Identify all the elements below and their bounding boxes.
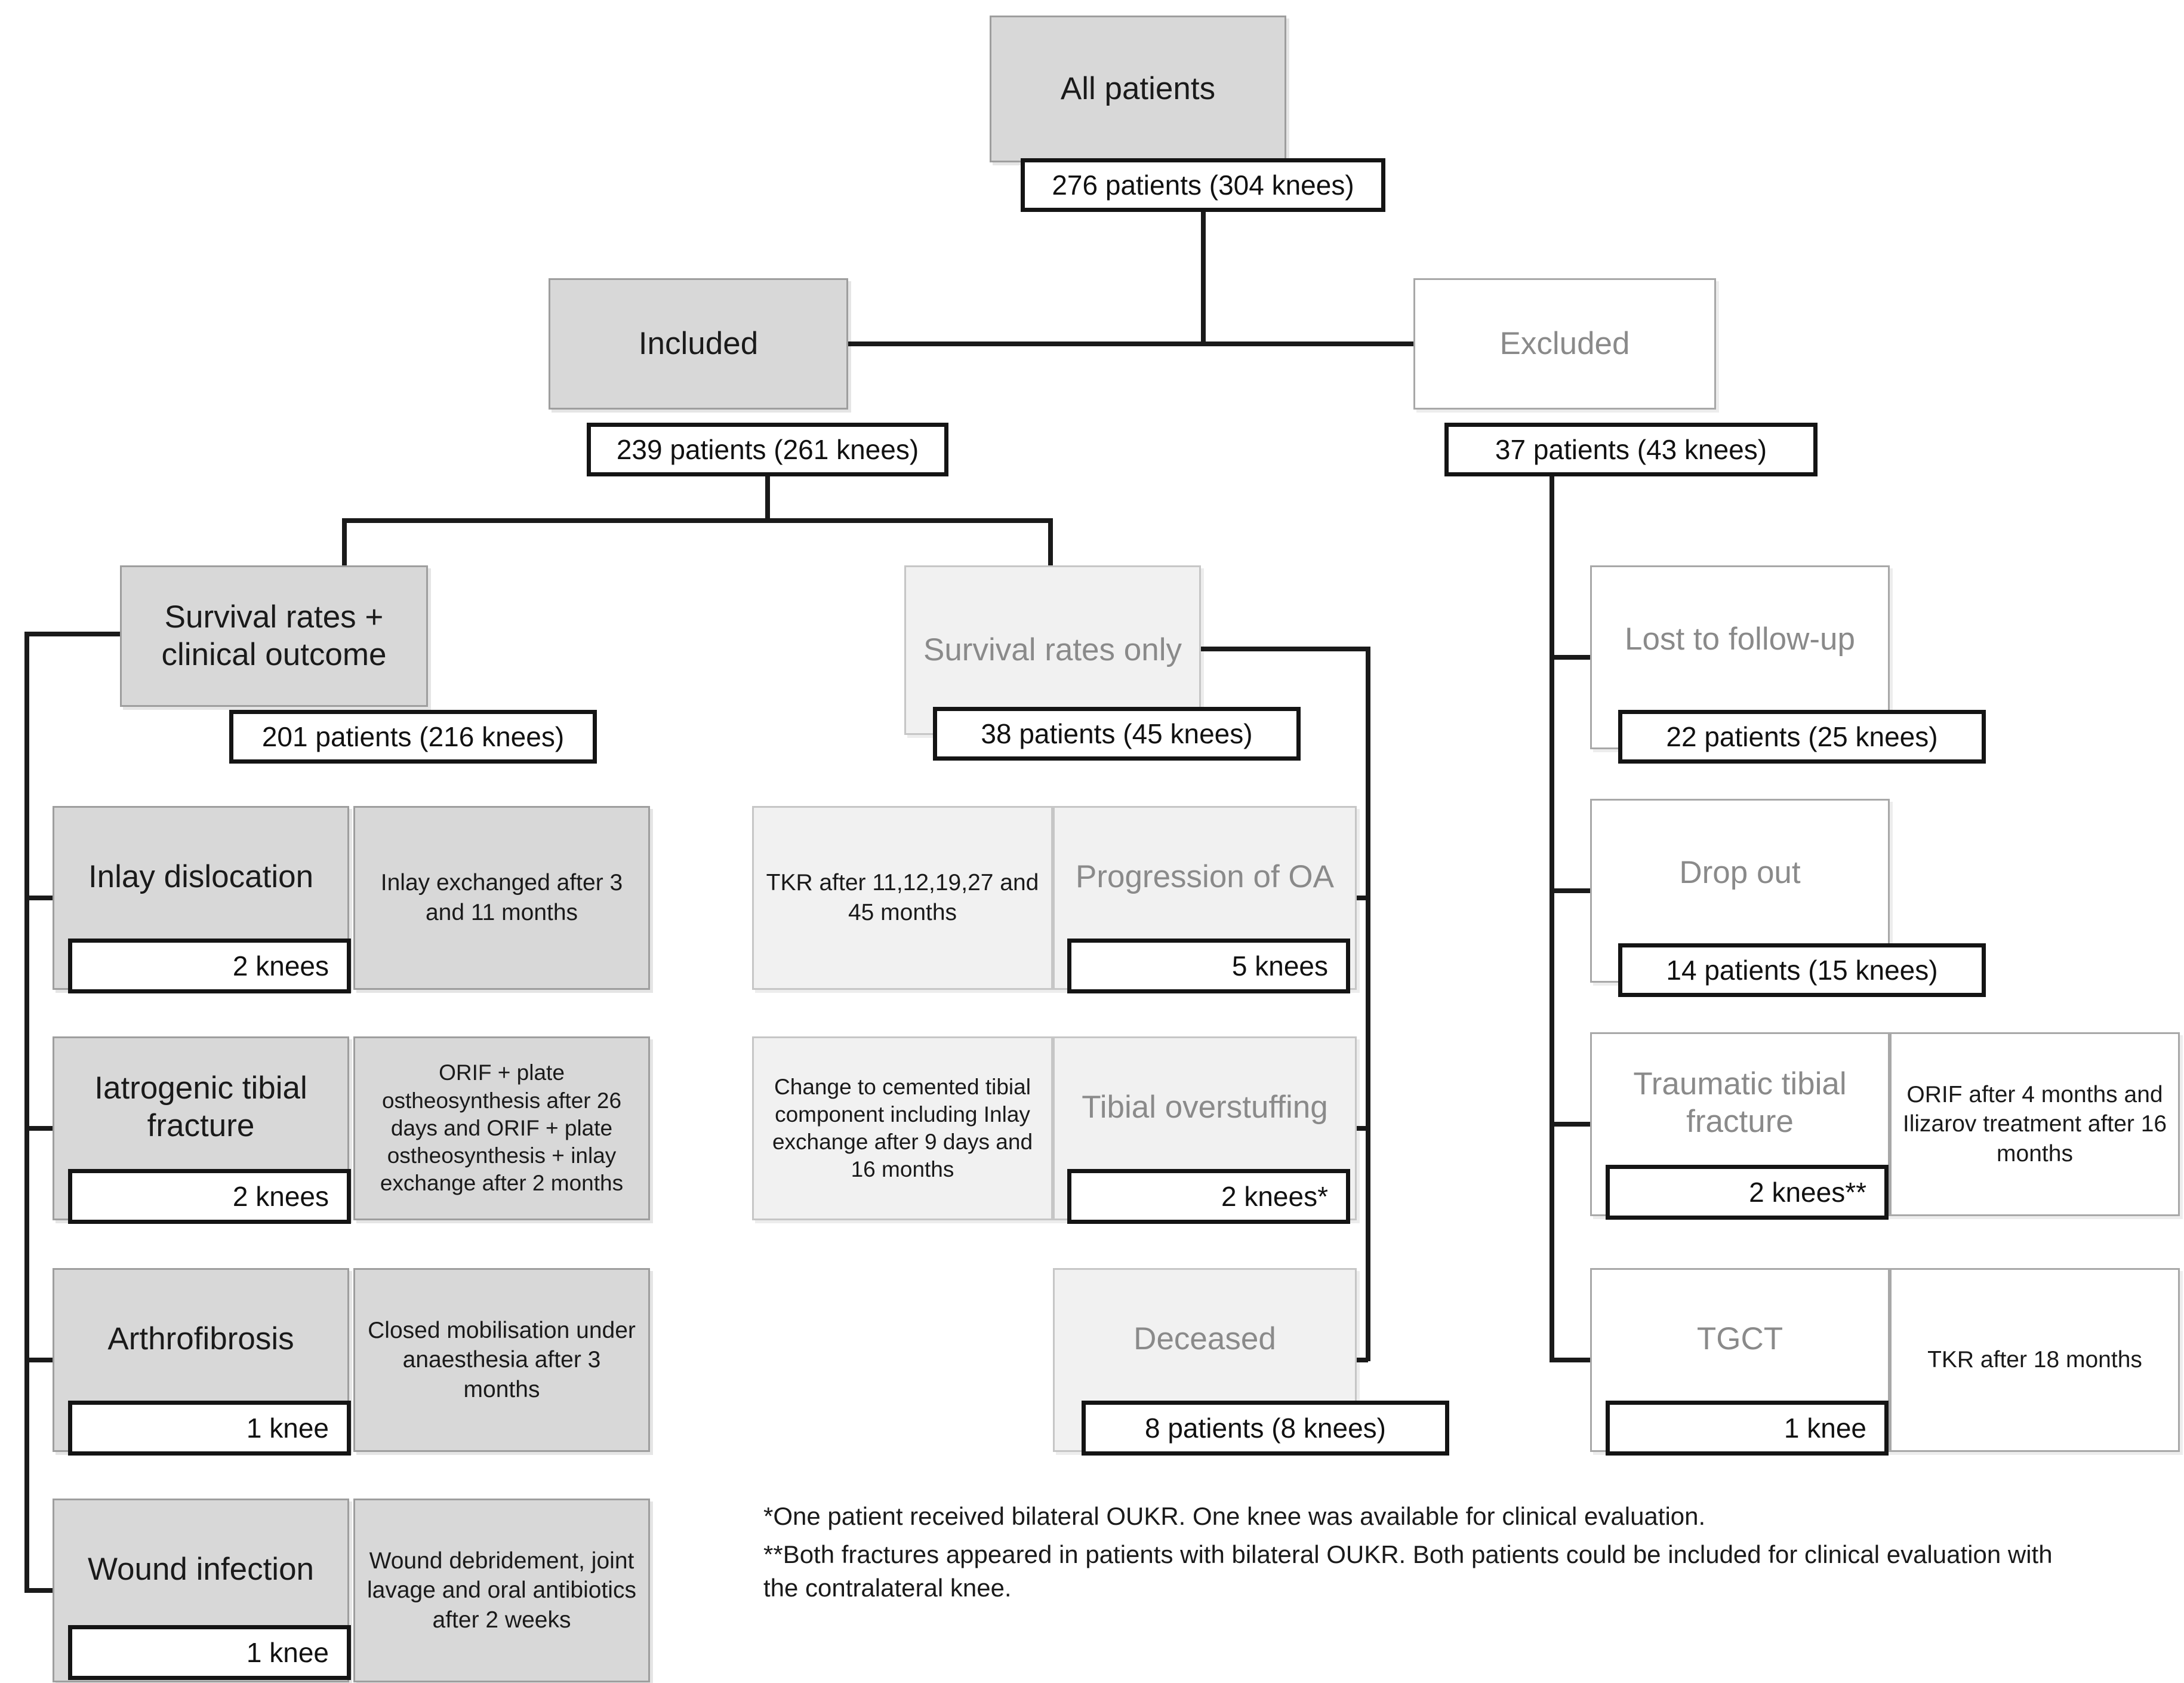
count-survival-clinical: 201 patients (216 knees) xyxy=(229,710,597,764)
connector-stub-surv-clinical xyxy=(24,632,120,636)
connector-stub-iatrogenic xyxy=(24,1126,54,1131)
connector-included-split-bar xyxy=(342,518,1053,523)
desc-tibial-overstuffing: Change to cemented tibial component incl… xyxy=(752,1036,1053,1220)
connector-stub-inlay xyxy=(24,896,54,900)
connector-included-drop xyxy=(765,476,770,521)
node-lost-followup-label: Lost to follow-up xyxy=(1625,621,1855,657)
connector-stub-tgct xyxy=(1550,1358,1592,1362)
count-survival-only: 38 patients (45 knees) xyxy=(933,707,1301,761)
desc-inlay-dislocation-text: Inlay exchanged after 3 and 11 months xyxy=(380,870,623,925)
connector-included-excluded-bar xyxy=(848,341,1413,346)
node-all-patients: All patients xyxy=(990,16,1286,162)
desc-progression-oa: TKR after 11,12,19,27 and 45 months xyxy=(752,806,1053,990)
count-wound-infection: 1 knee xyxy=(68,1625,351,1680)
node-survival-clinical-label: Survival rates + clinical outcome xyxy=(161,599,387,672)
count-inlay-dislocation: 2 knees xyxy=(68,939,351,993)
count-included: 239 patients (261 knees) xyxy=(587,423,948,476)
node-all-patients-label: All patients xyxy=(1060,70,1216,106)
node-excluded: Excluded xyxy=(1413,278,1716,410)
connector-stub-dropout xyxy=(1550,888,1592,893)
connector-stub-lost xyxy=(1550,655,1592,660)
count-excluded: 37 patients (43 knees) xyxy=(1444,423,1818,476)
node-survival-clinical: Survival rates + clinical outcome xyxy=(120,565,428,707)
node-included-label: Included xyxy=(638,325,759,361)
node-iatrogenic-fracture-label: Iatrogenic tibial fracture xyxy=(94,1070,307,1143)
desc-wound-infection-text: Wound debridement, joint lavage and oral… xyxy=(367,1547,636,1633)
node-deceased-label: Deceased xyxy=(1133,1321,1276,1356)
count-drop-out: 14 patients (15 knees) xyxy=(1618,943,1986,997)
count-tgct: 1 knee xyxy=(1606,1401,1889,1456)
connector-stub-progression xyxy=(1350,896,1368,900)
node-arthrofibrosis-label: Arthrofibrosis xyxy=(107,1321,294,1356)
connector-stub-traumatic xyxy=(1550,1122,1592,1127)
count-progression-oa: 5 knees xyxy=(1067,939,1350,993)
count-traumatic-fracture: 2 knees** xyxy=(1606,1165,1889,1220)
desc-traumatic-fracture-text: ORIF after 4 months and Ilizarov treatme… xyxy=(1902,1081,2167,1167)
connector-right-column-vertical xyxy=(1550,475,1554,1361)
desc-progression-oa-text: TKR after 11,12,19,27 and 45 months xyxy=(766,870,1039,925)
node-excluded-label: Excluded xyxy=(1499,325,1630,361)
count-tibial-overstuffing: 2 knees* xyxy=(1067,1169,1350,1224)
connector-middle-column-vertical xyxy=(1366,647,1370,1361)
desc-iatrogenic-fracture: ORIF + plate ostheosynthesis after 26 da… xyxy=(353,1036,650,1220)
count-lost-followup: 22 patients (25 knees) xyxy=(1618,710,1986,764)
connector-stub-wound xyxy=(24,1588,54,1593)
node-survival-only-label: Survival rates only xyxy=(923,632,1182,667)
count-arthrofibrosis: 1 knee xyxy=(68,1401,351,1456)
desc-arthrofibrosis: Closed mobilisation under anaesthesia af… xyxy=(353,1268,650,1452)
node-survival-only: Survival rates only xyxy=(904,565,1201,735)
node-tibial-overstuffing-label: Tibial overstuffing xyxy=(1082,1089,1328,1125)
node-progression-oa-label: Progression of OA xyxy=(1075,859,1335,894)
footnotes: *One patient received bilateral OUKR. On… xyxy=(763,1500,2071,1610)
count-deceased: 8 patients (8 knees) xyxy=(1082,1401,1449,1456)
node-inlay-dislocation-label: Inlay dislocation xyxy=(88,859,314,894)
footnote-1: *One patient received bilateral OUKR. On… xyxy=(763,1502,1706,1530)
count-all-patients: 276 patients (304 knees) xyxy=(1021,158,1385,212)
connector-root-drop xyxy=(1201,212,1206,344)
node-drop-out-label: Drop out xyxy=(1679,854,1801,890)
connector-stub-overstuffing xyxy=(1350,1126,1368,1131)
desc-iatrogenic-fracture-text: ORIF + plate ostheosynthesis after 26 da… xyxy=(380,1060,624,1196)
node-included: Included xyxy=(549,278,848,410)
desc-tgct-text: TKR after 18 months xyxy=(1927,1347,2142,1373)
connector-stub-arthrofibrosis xyxy=(24,1358,54,1362)
desc-traumatic-fracture: ORIF after 4 months and Ilizarov treatme… xyxy=(1890,1032,2180,1216)
connector-left-column-vertical xyxy=(24,632,29,1593)
connector-stub-deceased xyxy=(1350,1358,1368,1362)
footnote-2: **Both fractures appeared in patients wi… xyxy=(763,1540,2053,1602)
desc-arthrofibrosis-text: Closed mobilisation under anaesthesia af… xyxy=(368,1317,636,1402)
desc-inlay-dislocation: Inlay exchanged after 3 and 11 months xyxy=(353,806,650,990)
node-traumatic-fracture-label: Traumatic tibial fracture xyxy=(1633,1066,1847,1139)
connector-split-left-drop xyxy=(342,518,347,567)
connector-surv-only-elbow xyxy=(1201,647,1370,651)
desc-tgct: TKR after 18 months xyxy=(1890,1268,2180,1452)
count-iatrogenic-fracture: 2 knees xyxy=(68,1169,351,1224)
node-wound-infection-label: Wound infection xyxy=(87,1551,315,1587)
desc-wound-infection: Wound debridement, joint lavage and oral… xyxy=(353,1499,650,1682)
desc-tibial-overstuffing-text: Change to cemented tibial component incl… xyxy=(772,1074,1033,1182)
node-tgct-label: TGCT xyxy=(1696,1321,1783,1356)
connector-split-right-drop xyxy=(1048,518,1053,567)
